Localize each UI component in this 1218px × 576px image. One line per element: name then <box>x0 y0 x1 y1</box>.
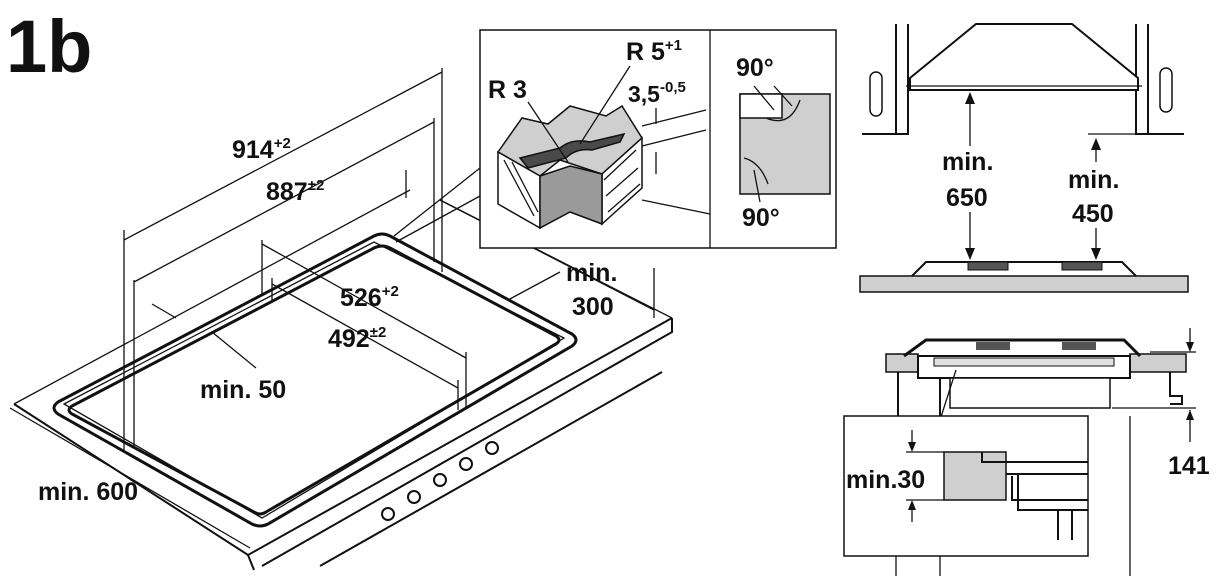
angle-leader <box>753 85 775 111</box>
knob-icon <box>485 441 499 455</box>
cabinet-to-hob-line2: 450 <box>1072 200 1114 228</box>
cutout-outer <box>52 232 578 528</box>
cabinet-to-hob-line1: min. <box>1068 166 1119 194</box>
burner-left <box>967 261 1009 271</box>
zoom-hob-body <box>1006 473 1088 511</box>
arrow-icon <box>965 92 975 104</box>
rebate-depth-label: 3,5-0,5 <box>628 79 686 107</box>
section-worktop-left <box>885 353 919 373</box>
leader-line <box>507 271 561 301</box>
rebate-leader <box>641 129 707 147</box>
dim-914-label: 914+2 <box>232 135 291 164</box>
dim-492-label: 492±2 <box>328 324 386 353</box>
worktop-front-face <box>247 554 255 571</box>
front-edge-label: min. 50 <box>200 376 286 404</box>
corner-detail-box <box>479 29 837 249</box>
detail-frame-join <box>641 199 711 215</box>
angle-arc-top <box>765 99 801 122</box>
left-cabinet <box>862 24 909 135</box>
cutout-inner <box>67 244 561 516</box>
angle-bottom-label: 90° <box>742 204 780 232</box>
outer-radius-label: R 5+1 <box>626 37 682 66</box>
worktop-rear-face <box>261 318 673 567</box>
angle-leader <box>773 85 793 107</box>
dim-line-887 <box>133 121 435 283</box>
hood-to-hob-line1: min. <box>942 148 993 176</box>
dim-line-300 <box>439 199 655 311</box>
worktop-lower-edge <box>319 371 663 567</box>
dim-887-label: 887±2 <box>266 177 324 206</box>
angle-leader <box>753 169 761 203</box>
burner-right <box>1061 261 1103 271</box>
knob-icon <box>407 490 421 504</box>
knob-icon <box>381 507 395 521</box>
section-burner-right <box>1062 342 1096 350</box>
dim-526-label: 526+2 <box>340 283 399 312</box>
cutout-lip <box>62 241 566 519</box>
detail-leader <box>393 167 481 237</box>
figure-label: 1b <box>6 5 92 88</box>
worktop-left-edge <box>13 189 411 405</box>
arrow-icon <box>1186 410 1194 420</box>
left-cabinet-slot <box>869 71 883 117</box>
hood-to-hob-line2: 650 <box>946 184 988 212</box>
section-height-label: 141 <box>1168 452 1210 480</box>
angle-top-label: 90° <box>736 54 774 82</box>
corner-rebate <box>518 132 626 169</box>
dim-line-600 <box>9 407 251 549</box>
r3-leader <box>527 101 569 163</box>
rebate-leader <box>641 109 707 127</box>
dim-line-50 <box>151 303 177 319</box>
extractor-hood <box>909 23 1139 91</box>
dim-line-526 <box>261 243 467 359</box>
inner-radius-label: R 3 <box>488 76 527 104</box>
section-detail <box>843 328 1196 576</box>
right-cabinet-slot <box>1159 67 1173 113</box>
r5-leader <box>579 65 631 145</box>
arrow-icon <box>908 442 916 452</box>
hatching <box>503 149 641 217</box>
dim-line-914 <box>123 71 443 241</box>
section-burner-strip <box>933 357 1115 367</box>
leader-line <box>211 331 257 369</box>
zoom-leader <box>939 369 957 421</box>
section-hob-base <box>949 377 1111 409</box>
arrow-icon <box>1091 248 1101 260</box>
dim-line-492 <box>271 283 459 389</box>
hob-profile <box>911 261 1137 277</box>
zoom-hob-inner <box>1011 476 1088 501</box>
arrow-icon <box>908 500 916 510</box>
zoom-hob-flange <box>981 452 1088 463</box>
rear-clearance-label-line1: min. <box>566 259 617 287</box>
arrow-icon <box>1186 342 1194 352</box>
angle-arc-bottom <box>743 157 769 185</box>
main-dimension-lines <box>9 68 655 549</box>
worktop-depth-label: min. 600 <box>38 478 138 506</box>
section-burner-left <box>976 342 1010 350</box>
section-worktop-right <box>1129 353 1187 373</box>
section-side-right <box>1169 372 1183 405</box>
hood-worktop <box>859 275 1189 293</box>
rear-clearance-label-line2: 300 <box>572 293 614 321</box>
square-detail-notch <box>739 93 783 119</box>
corner-block-inner <box>539 165 603 230</box>
arrow-icon <box>1091 138 1101 150</box>
detail-leader <box>395 195 481 243</box>
control-knobs <box>381 441 499 521</box>
knob-icon <box>433 473 447 487</box>
worktop-isometric <box>13 189 673 571</box>
hood-clearance-diagram <box>859 23 1189 293</box>
section-hob-top <box>903 338 1142 358</box>
section-gap-label: min.30 <box>846 466 925 494</box>
zoom-worktop <box>943 451 1007 501</box>
knob-icon <box>459 457 473 471</box>
arrow-icon <box>965 248 975 260</box>
